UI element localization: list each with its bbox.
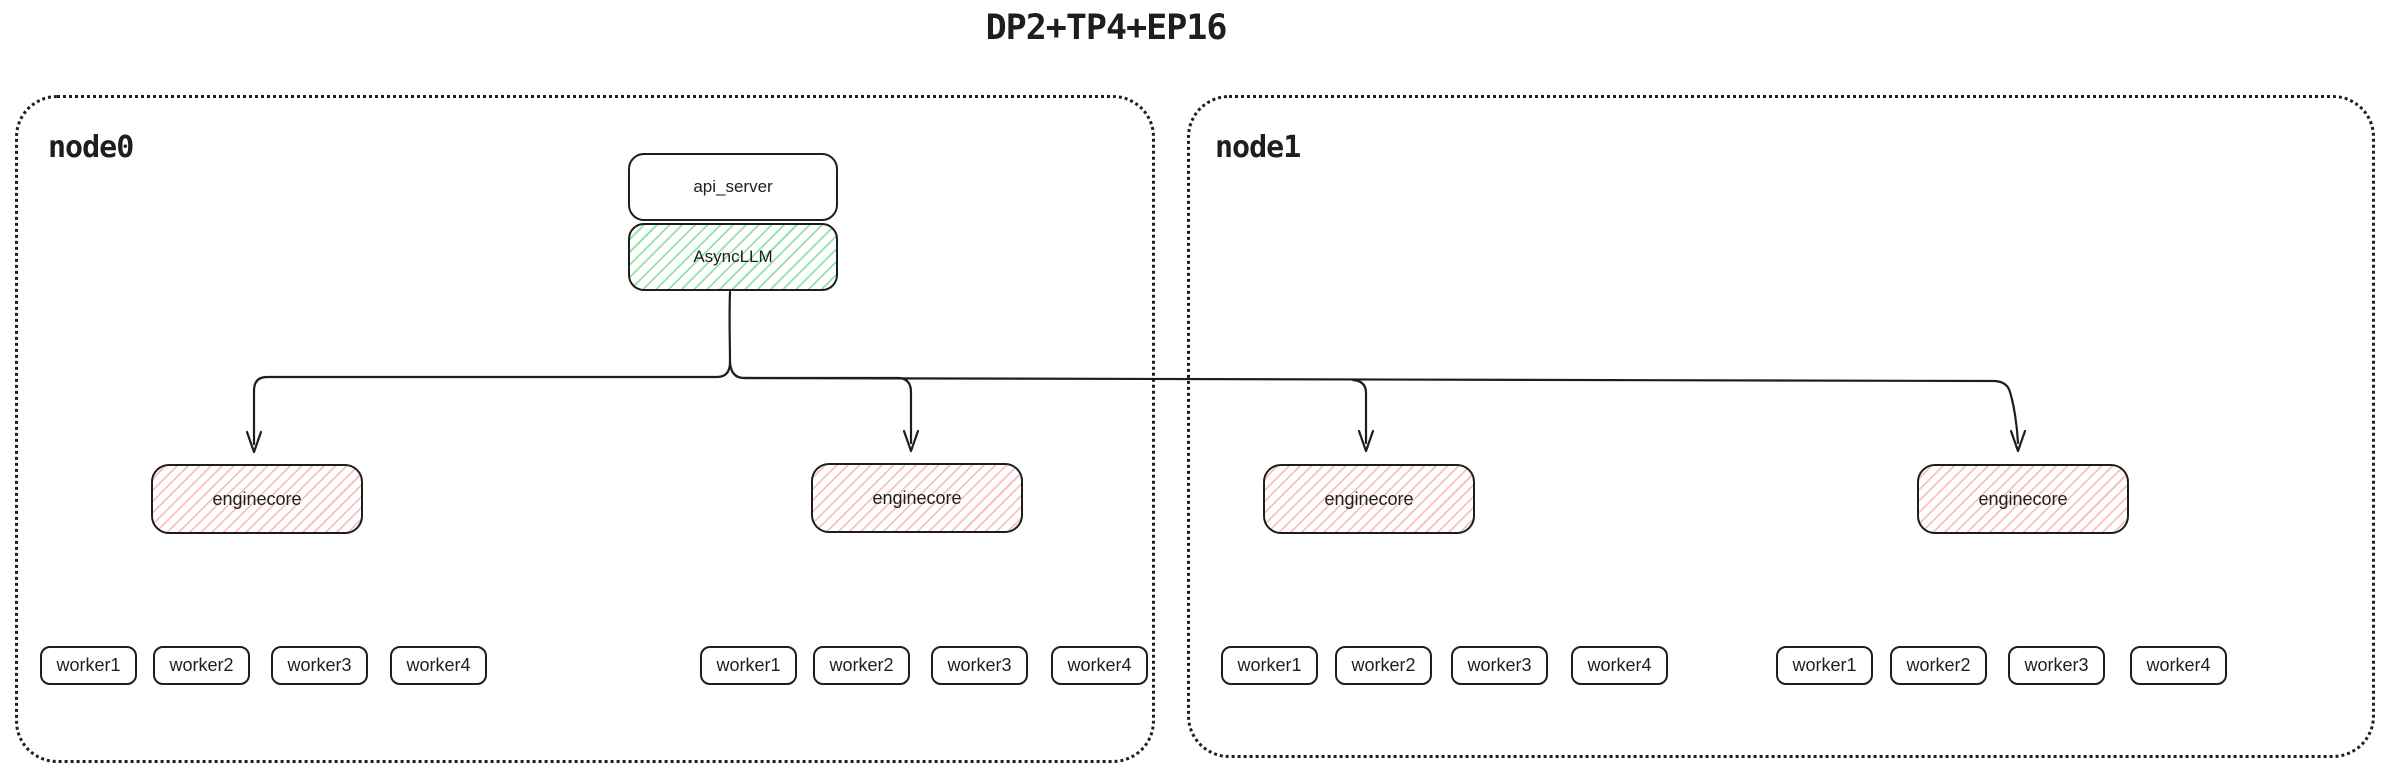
- worker-label: worker2: [1351, 655, 1416, 675]
- worker-box: worker4: [390, 646, 487, 685]
- worker-box: worker4: [1571, 646, 1668, 685]
- worker-label: worker4: [406, 655, 471, 675]
- worker-label: worker2: [829, 655, 894, 675]
- worker-label: worker3: [1467, 655, 1532, 675]
- worker-box: worker3: [2008, 646, 2105, 685]
- enginecore-label: enginecore: [1324, 488, 1414, 509]
- worker-box: worker3: [1451, 646, 1548, 685]
- asyncllm-box: AsyncLLM: [628, 223, 838, 291]
- worker-box: worker1: [1221, 646, 1318, 685]
- worker-box: worker2: [1335, 646, 1432, 685]
- enginecore-label: enginecore: [212, 488, 302, 509]
- worker-label: worker3: [2024, 655, 2089, 675]
- worker-label: worker4: [2146, 655, 2211, 675]
- worker-label: worker2: [169, 655, 234, 675]
- worker-label: worker3: [947, 655, 1012, 675]
- worker-box: worker1: [700, 646, 797, 685]
- worker-box: worker3: [271, 646, 368, 685]
- worker-label: worker1: [1792, 655, 1857, 675]
- node1-label: node1: [1215, 130, 1301, 165]
- enginecore-label: enginecore: [1978, 488, 2068, 509]
- worker-box: worker1: [40, 646, 137, 685]
- node0-container: node0 api_server AsyncLLM enginecore eng…: [15, 95, 1155, 763]
- worker-label: worker4: [1587, 655, 1652, 675]
- worker-label: worker1: [1237, 655, 1302, 675]
- worker-box: worker4: [2130, 646, 2227, 685]
- enginecore-box-1: enginecore: [151, 464, 363, 534]
- worker-label: worker1: [56, 655, 121, 675]
- worker-box: worker3: [931, 646, 1028, 685]
- enginecore-box-3: enginecore: [1263, 464, 1475, 534]
- node0-label: node0: [48, 130, 134, 165]
- enginecore-box-4: enginecore: [1917, 464, 2129, 534]
- worker-box: worker4: [1051, 646, 1148, 685]
- worker-box: worker2: [1890, 646, 1987, 685]
- worker-label: worker4: [1067, 655, 1132, 675]
- worker-label: worker3: [287, 655, 352, 675]
- api-server-box: api_server: [628, 153, 838, 221]
- diagram-title: DP2+TP4+EP16: [985, 8, 1228, 48]
- enginecore-box-2: enginecore: [811, 463, 1023, 533]
- worker-label: worker2: [1906, 655, 1971, 675]
- worker-box: worker1: [1776, 646, 1873, 685]
- node1-container: node1 enginecore enginecore worker1 work…: [1187, 95, 2375, 758]
- worker-box: worker2: [153, 646, 250, 685]
- asyncllm-label: AsyncLLM: [693, 247, 773, 266]
- api-server-label: api_server: [693, 177, 773, 196]
- worker-label: worker1: [716, 655, 781, 675]
- enginecore-label: enginecore: [872, 487, 962, 508]
- worker-box: worker2: [813, 646, 910, 685]
